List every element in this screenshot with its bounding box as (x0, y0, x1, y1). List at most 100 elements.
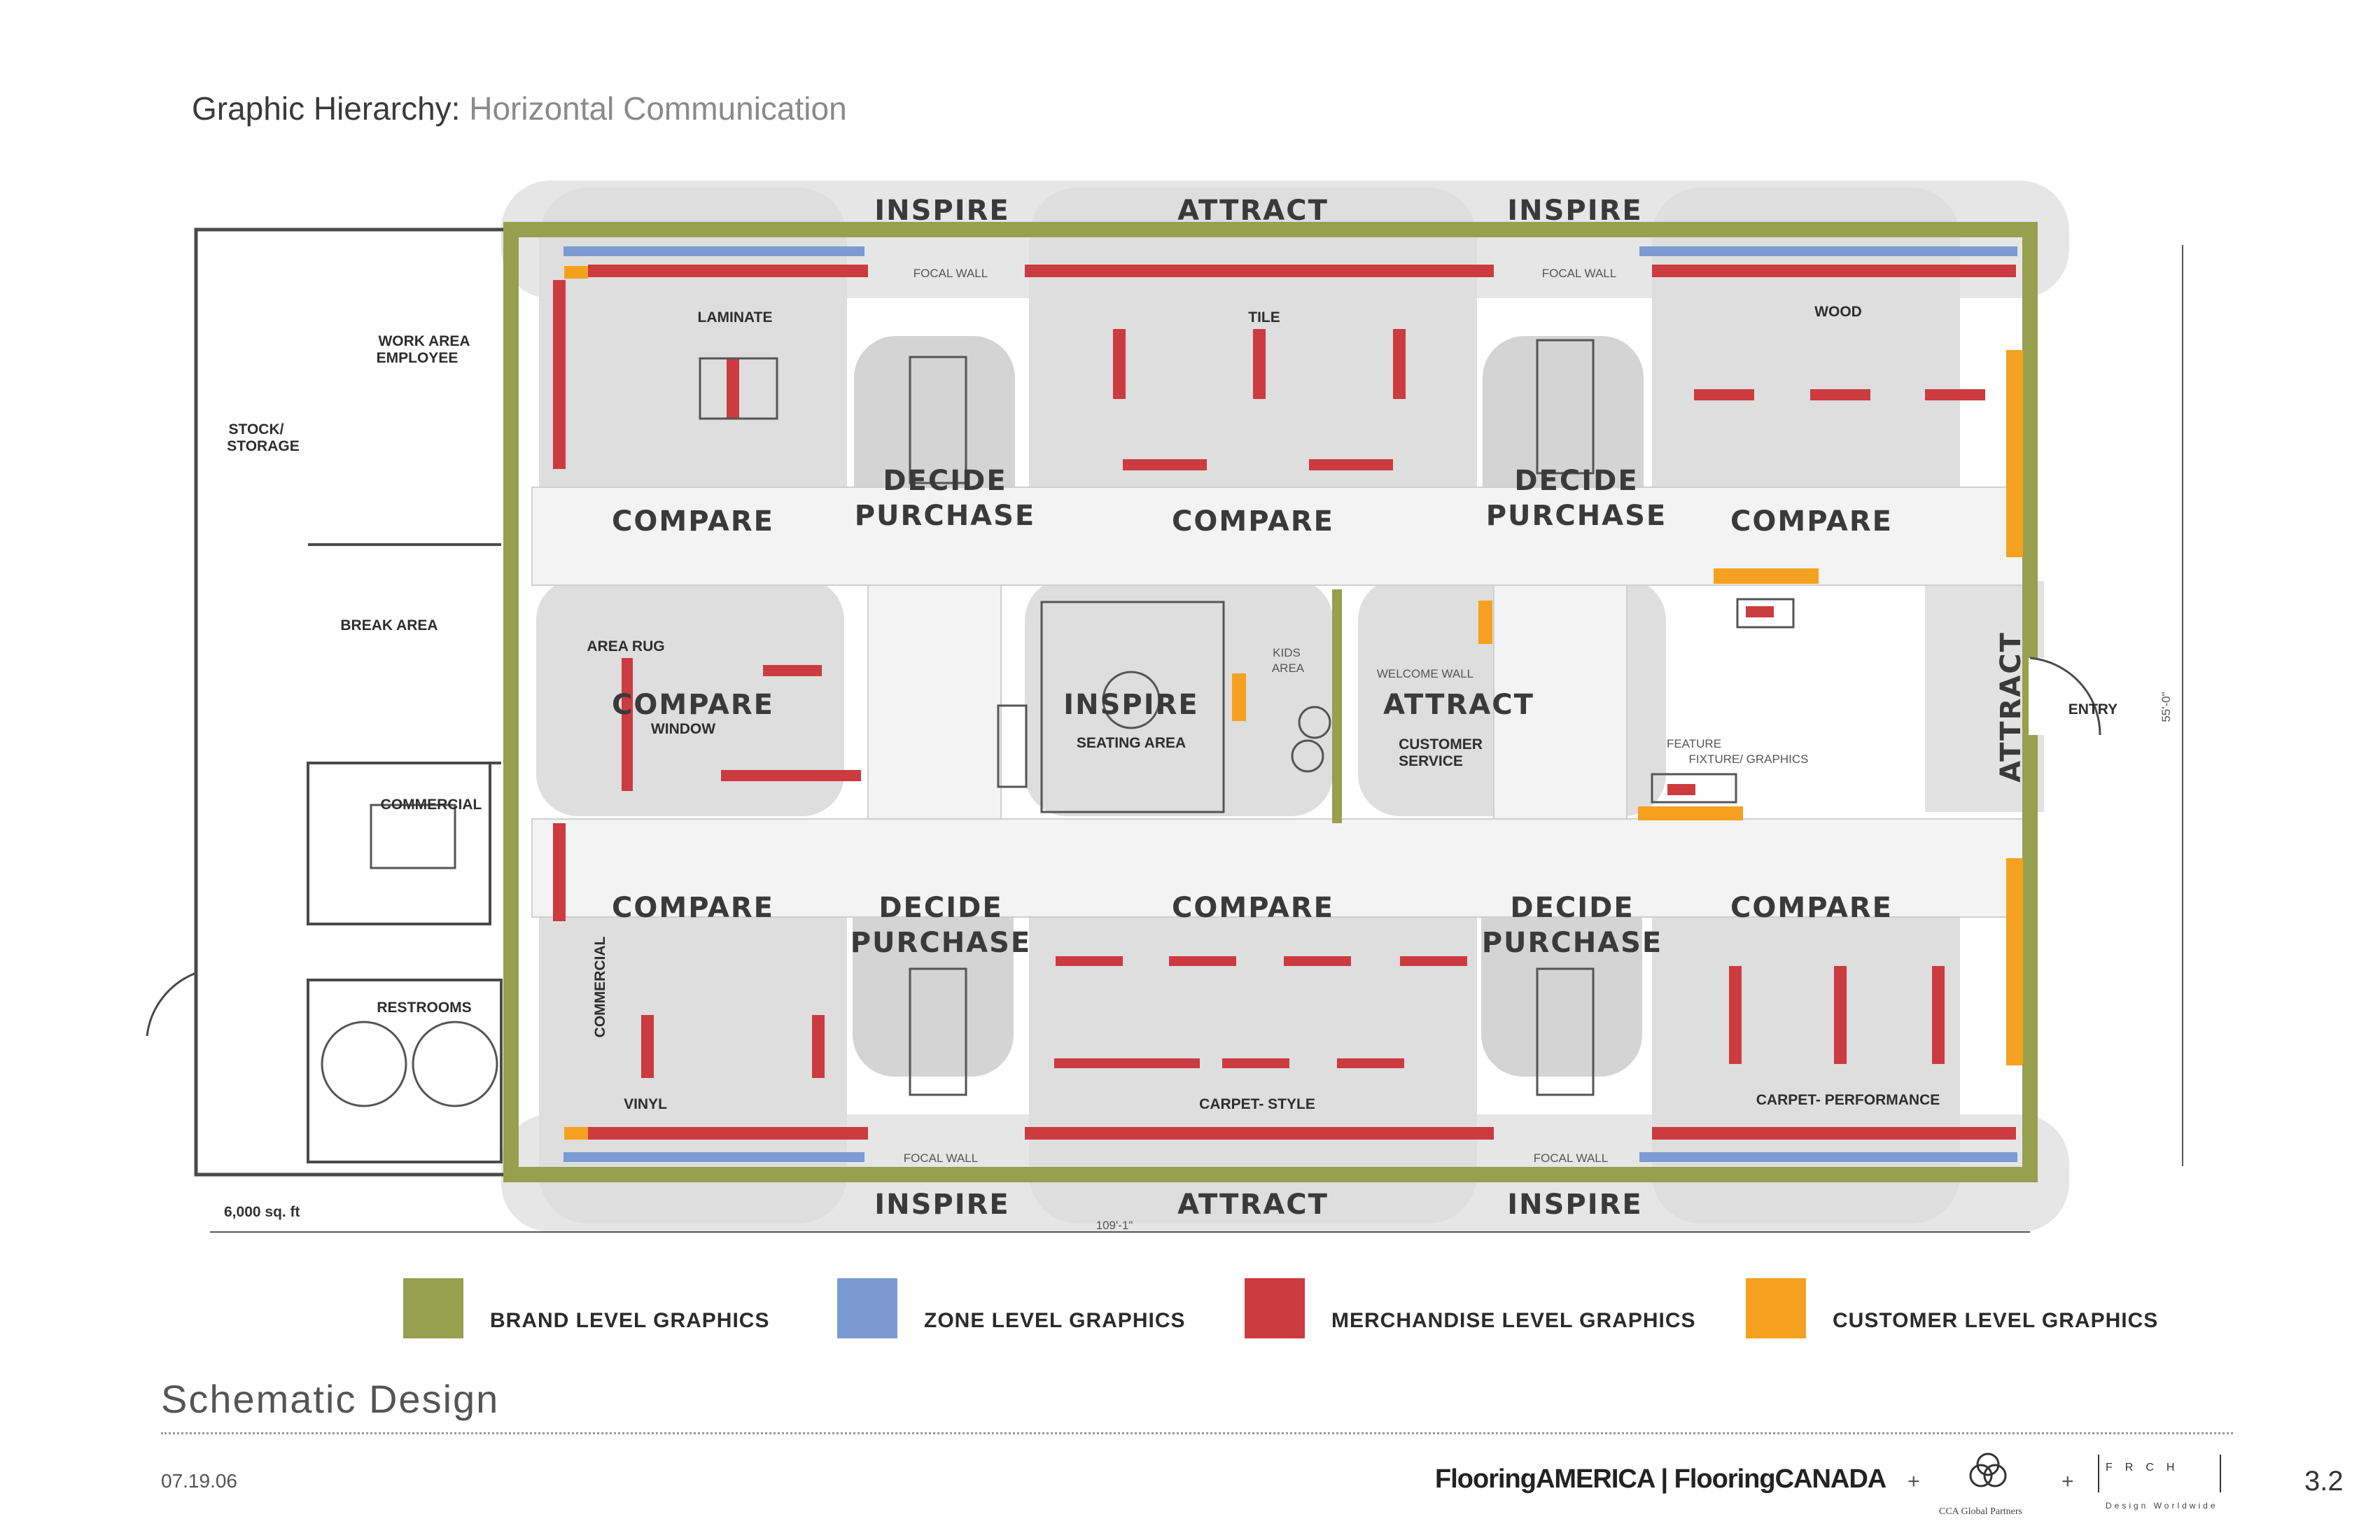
merch-top-laminate (588, 265, 868, 277)
merch-top-wood (1652, 265, 2016, 277)
label-attract-bottom: ATTRACT (1177, 1189, 1329, 1221)
fixture-carpet-6 (1222, 1058, 1289, 1068)
aisle-left-vertical (867, 584, 1002, 820)
fixture-vinyl-2 (812, 1015, 825, 1078)
label-inspire-center: INSPIRE (1063, 689, 1199, 721)
label-feature: FEATURE (1667, 737, 1721, 750)
page-number: 3.2 (2304, 1466, 2344, 1497)
zone-wood (1652, 188, 1960, 559)
label-decide-3: DECIDE (878, 892, 1002, 924)
label-attract-top: ATTRACT (1177, 195, 1329, 227)
fixture-tile-1 (1113, 329, 1126, 399)
window-bench (997, 704, 1028, 788)
decide-table-left (909, 356, 967, 484)
customer-right-bottom (2006, 858, 2023, 1065)
page-title: Graphic Hierarchy: Horizontal Communicat… (192, 90, 847, 127)
label-purchase-4: PURCHASE (1482, 927, 1663, 959)
feature-fixture-frame (1736, 598, 1795, 629)
customer-right-top (2006, 350, 2023, 557)
footer-plus-2: + (2062, 1470, 2074, 1493)
label-purchase-1: PURCHASE (855, 500, 1036, 532)
footer-divider (161, 1432, 2233, 1434)
merch-bottom-vinyl (588, 1127, 868, 1140)
customer-seating (1232, 673, 1246, 721)
label-attract-center: ATTRACT (1383, 689, 1534, 721)
fixture-rug-1 (622, 658, 633, 791)
label-entry: ENTRY (2068, 701, 2118, 718)
fixture-feature-2 (1667, 784, 1695, 795)
legend-label-zone: ZONE LEVEL GRAPHICS (924, 1309, 1186, 1332)
label-work-area: WORK AREA (378, 333, 470, 349)
customer-service (1478, 601, 1492, 644)
label-customer: CUSTOMER (1399, 736, 1483, 752)
label-decide-1: DECIDE (883, 465, 1007, 497)
label-welcome-wall: WELCOME WALL (1377, 667, 1474, 680)
label-wood: WOOD (1814, 304, 1862, 320)
footer-brand: FlooringAMERICA | FlooringCANADA (1435, 1464, 1886, 1494)
label-sqft: 6,000 sq. ft (224, 1204, 300, 1220)
customer-top-left (564, 266, 588, 279)
label-stock: STOCK/ (229, 421, 284, 438)
fixture-carpet-5 (1054, 1058, 1200, 1068)
title-sub: Horizontal Communication (469, 90, 847, 127)
small-labels: FOCAL WALL FOCAL WALL FOCAL WALL FOCAL W… (904, 267, 2173, 1232)
label-inspire-bottom-right: INSPIRE (1507, 1189, 1643, 1221)
fixture-carpet-1 (1056, 956, 1123, 966)
legend-swatch-brand (403, 1278, 463, 1338)
zone-inspire-center (1025, 578, 1333, 816)
label-break-area: BREAK AREA (340, 617, 438, 634)
footer-frch: FRCH (2106, 1462, 2188, 1474)
zone-band-bottom-left (564, 1152, 864, 1162)
aisles (531, 486, 2031, 918)
fixture-tile-3 (1393, 329, 1406, 399)
frch-logo-icon (2098, 1455, 2221, 1492)
merch-left-wall (553, 280, 566, 469)
fixture-perf-3 (1932, 966, 1945, 1064)
label-employee: EMPLOYEE (377, 350, 458, 366)
fixture-rug-2 (763, 665, 822, 676)
fixture-rug-3 (721, 770, 861, 781)
legend-label-merch: MERCHANDISE LEVEL GRAPHICS (1331, 1309, 1696, 1332)
fixture-feature-1 (1746, 606, 1774, 617)
label-inspire-top-left: INSPIRE (874, 195, 1010, 227)
label-service: SERVICE (1399, 753, 1463, 769)
label-commercial-vertical: COMMERCIAL (592, 937, 608, 1038)
label-focal-wall-1: FOCAL WALL (913, 267, 988, 280)
restroom-room (307, 979, 503, 1163)
label-inspire-top-right: INSPIRE (1507, 195, 1643, 227)
fixture-vinyl-1 (641, 1015, 654, 1078)
legend-label-customer: CUSTOMER LEVEL GRAPHICS (1833, 1309, 2159, 1332)
zone-band-top-right (1639, 246, 2017, 256)
legend-label-brand: BRAND LEVEL GRAPHICS (490, 1309, 770, 1332)
fixture-carpet-2 (1169, 956, 1236, 966)
label-height-dim: 55'-0" (2160, 692, 2173, 722)
merch-graphics (553, 265, 2016, 1140)
decide-table-right (1536, 339, 1595, 475)
footer-cca: CCA Global Partners (1939, 1506, 2022, 1517)
fixture-wood-2 (1810, 389, 1870, 400)
side-door (146, 972, 197, 1037)
walls (146, 222, 2101, 1182)
label-compare-4: COMPARE (612, 689, 774, 721)
fixture-tile-2 (1253, 329, 1266, 399)
footer-frch-sub: Design Worldwide (2106, 1501, 2218, 1511)
decide-table-bottom-right (1536, 967, 1595, 1096)
label-laminate: LAMINATE (698, 309, 773, 326)
seating-table (1102, 671, 1161, 729)
zone-labels: INSPIRE ATTRACT INSPIRE INSPIRE ATTRACT … (612, 195, 2027, 1221)
kids-stool-1 (1298, 706, 1331, 739)
decide-table-bottom-left (909, 967, 967, 1096)
fixture-laminate (727, 358, 739, 419)
label-compare-3: COMPARE (1730, 505, 1893, 538)
label-window: WINDOW (651, 721, 715, 737)
merch-bottom-performance (1652, 1127, 2016, 1140)
zone-band-top-left (564, 246, 864, 256)
label-carpet-style: CARPET- STYLE (1199, 1096, 1315, 1112)
label-kids: KIDS (1273, 646, 1301, 659)
label-vinyl: VINYL (624, 1096, 667, 1112)
label-purchase-3: PURCHASE (850, 927, 1032, 959)
label-focal-wall-3: FOCAL WALL (904, 1152, 978, 1165)
entry-gap (2029, 658, 2050, 735)
label-area: AREA (1272, 662, 1305, 675)
label-inspire-bottom-left: INSPIRE (874, 1189, 1010, 1221)
